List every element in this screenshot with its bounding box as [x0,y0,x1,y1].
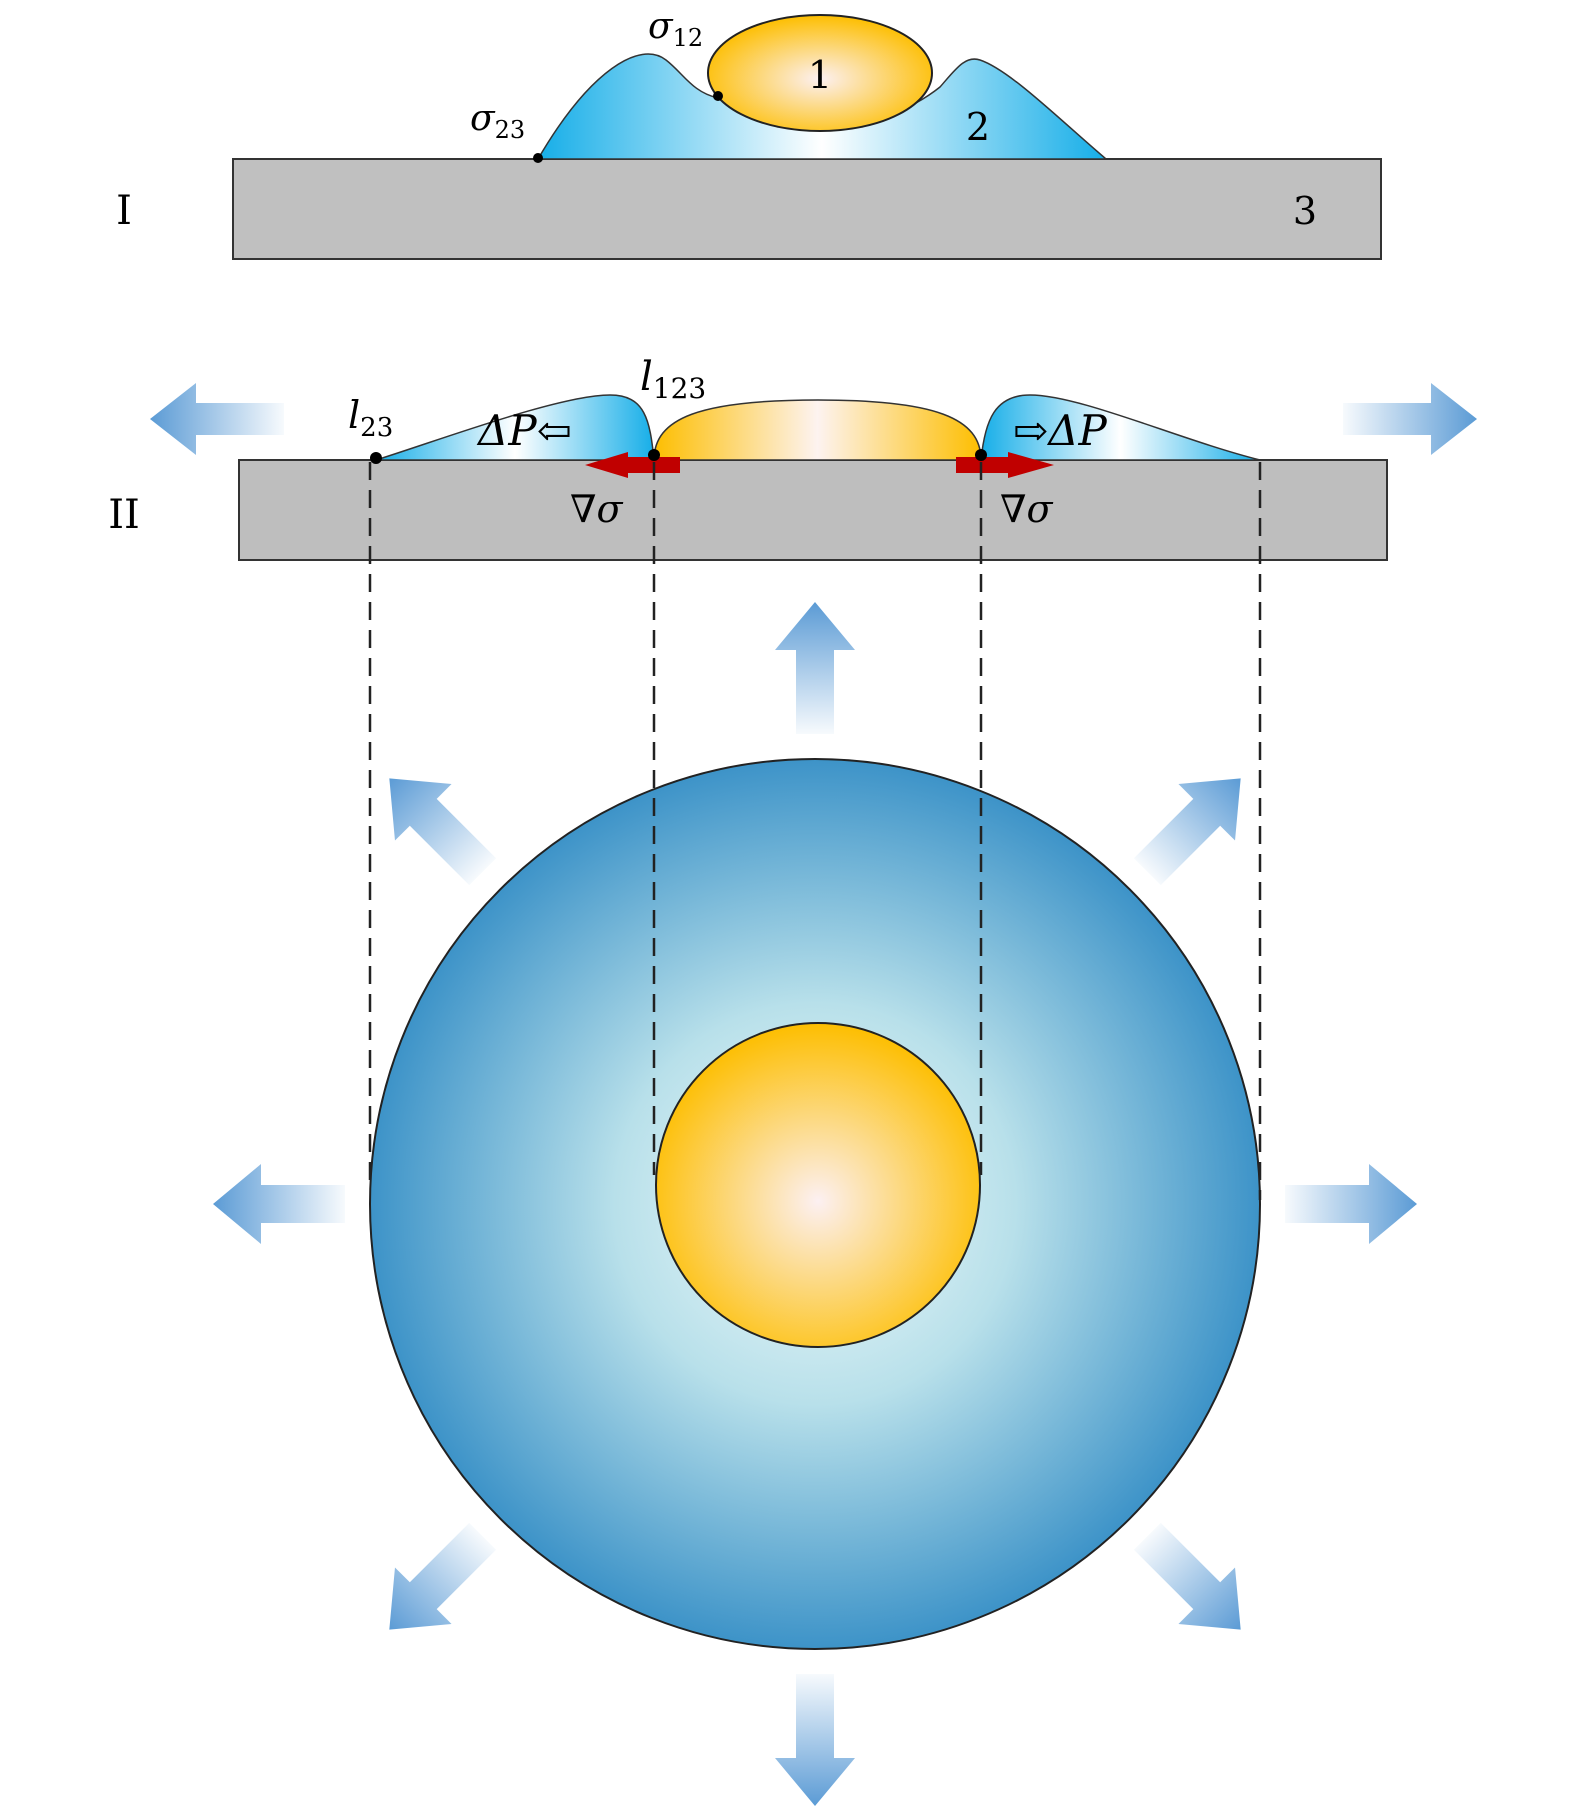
spread-arrow-180deg [213,1164,345,1244]
l123-label: l123 [640,354,706,405]
spread-arrow-0deg [1285,1164,1417,1244]
contact-point-l123-left [648,449,660,461]
sigma12-label: σ12 [648,6,703,52]
phase-1-label: 1 [808,53,832,97]
spread-arrow-90deg [775,602,855,734]
panel-I: I σ12 σ23 1 2 3 [116,6,1382,260]
radial-spread-arrows [213,602,1417,1806]
spread-arrow-225deg [389,1522,497,1630]
phase-3-label: 3 [1293,189,1317,233]
contact-point-sigma23 [533,153,543,163]
liquid-2-left-II [375,394,655,461]
substrate-II [238,459,1388,561]
contact-point-l123-right [975,449,987,461]
l23-label: l23 [348,393,393,443]
grad-sigma-right-label: ∇σ [1000,487,1054,531]
sigma23-label: σ23 [470,98,525,144]
drop-1-top-view [655,1022,981,1348]
panel-label-I: I [116,188,132,234]
drop-1-I [707,14,933,132]
spread-arrow-45deg [1133,778,1241,886]
panel-label-II: II [108,492,140,538]
spread-arrow-left-II [150,383,284,455]
contact-point-l23 [370,452,382,464]
panel-II: II l23 l123 ΔP⇦ ⇨ΔP ∇σ ∇σ [108,354,1477,561]
delta-p-right-label: ⇨ΔP [1013,406,1108,455]
liquid-2-right-II [980,394,1261,461]
spread-arrow-right-II [1343,383,1477,455]
projection-lines [368,462,1262,1200]
substrate-I [232,158,1382,260]
spread-arrow-135deg [389,778,497,886]
spread-arrow-270deg [775,1674,855,1806]
grad-sigma-left-label: ∇σ [570,487,624,531]
spread-arrow-315deg [1133,1522,1241,1630]
phase-2-label: 2 [966,105,990,149]
drop-1-II [653,399,982,461]
contact-point-sigma12 [713,91,723,101]
top-view [213,462,1417,1806]
delta-p-left-label: ΔP⇦ [476,406,572,455]
